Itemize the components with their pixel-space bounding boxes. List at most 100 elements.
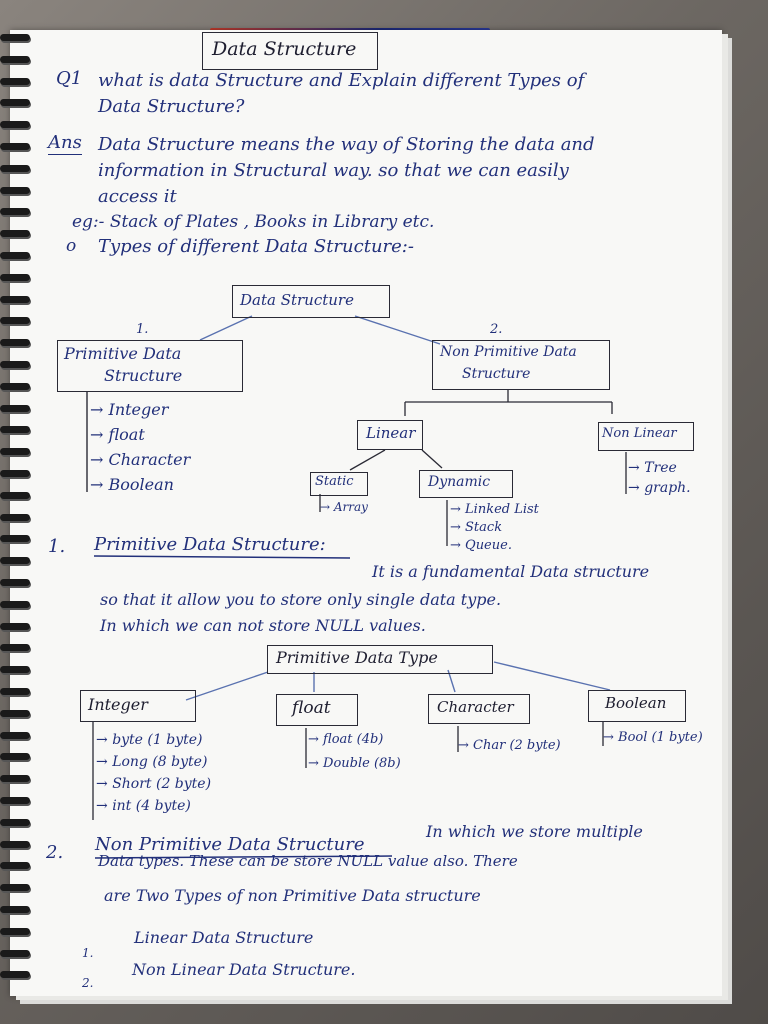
boolean-item-bool: → Bool (1 byte) [603, 730, 703, 745]
section2-item-2-number: 2. [82, 976, 94, 990]
integer-box [80, 690, 196, 722]
spiral-ring [0, 121, 30, 129]
question-line-1: what is data Structure and Explain diffe… [98, 70, 585, 91]
section2-item-1-text: Linear Data Structure [134, 928, 314, 947]
example-line: eg:- Stack of Plates , Books in Library … [72, 212, 435, 232]
spiral-ring [0, 753, 30, 761]
spiral-ring [0, 470, 30, 477]
non-linear-box [598, 422, 694, 451]
integer-item-int: → int (4 byte) [96, 798, 191, 814]
spiral-ring [0, 491, 30, 499]
spiral-ring [0, 775, 30, 783]
static-label: Static [315, 474, 354, 489]
section1-line-1: It is a fundamental Data structure [372, 562, 650, 581]
dynamic-label: Dynamic [428, 474, 491, 490]
section1-line-3: In which we can not store NULL values. [100, 616, 426, 635]
spiral-ring [0, 797, 30, 804]
character-box [428, 694, 530, 724]
spiral-ring [0, 34, 30, 41]
boolean-label: Boolean [605, 694, 667, 712]
primitive-type-root-box [267, 645, 493, 674]
spiral-ring [0, 186, 30, 194]
primitive-type-root: Primitive Data Type [276, 648, 438, 667]
linear-box [357, 420, 423, 450]
tree1-left-number: 1. [136, 322, 149, 337]
section2-line-3: are Two Types of non Primitive Data stru… [104, 886, 481, 905]
spiral-ring [0, 252, 30, 259]
spiral-ring [0, 273, 30, 281]
primitive-box [57, 340, 243, 392]
spiral-ring [0, 709, 30, 717]
non-linear-item-graph: → graph. [628, 480, 691, 496]
spiral-ring [0, 840, 30, 848]
dynamic-box [419, 470, 513, 498]
question-number: Q1 [56, 68, 83, 89]
static-box [310, 472, 368, 496]
section2-item-2-text: Non Linear Data Structure. [132, 960, 356, 979]
answer-line-3: access it [98, 186, 177, 207]
types-heading: Types of different Data Structure:- [98, 236, 414, 257]
integer-item-long: → Long (8 byte) [96, 754, 208, 770]
spiral-ring [0, 688, 30, 695]
section2-line-1: In which we store multiple [426, 822, 643, 841]
spiral-ring [0, 818, 30, 826]
spiral-ring [0, 164, 30, 172]
tree1-right-number: 2. [490, 322, 503, 337]
linear-label: Linear [366, 424, 416, 442]
title-box [202, 32, 378, 70]
spiral-ring [0, 361, 30, 368]
spiral-ring [0, 600, 30, 608]
spiral-ring [0, 77, 30, 85]
boolean-box [588, 690, 686, 722]
non-primitive-label-1: Non Primitive Data [440, 344, 577, 360]
spiral-ring [0, 426, 30, 434]
spiral-ring [0, 295, 30, 303]
primitive-item-integer: → Integer [90, 400, 169, 419]
spiral-binding [0, 34, 40, 994]
section1-line-2: so that it allow you to store only singl… [100, 590, 502, 609]
dynamic-item-queue: → Queue. [450, 538, 512, 553]
spiral-ring [0, 404, 30, 412]
float-box [276, 694, 358, 726]
spiral-ring [0, 557, 30, 565]
spiral-ring [0, 862, 30, 870]
primitive-item-boolean: → Boolean [90, 475, 174, 494]
primitive-label-2: Structure [104, 366, 183, 385]
dynamic-item-stack: → Stack [450, 520, 503, 535]
section2-line-2: Data types. These can be store NULL valu… [98, 852, 518, 870]
answer-label: Ans [48, 132, 82, 155]
spiral-ring [0, 143, 30, 150]
spiral-ring [0, 382, 30, 390]
primitive-label-1: Primitive Data [64, 344, 182, 363]
non-linear-item-tree: → Tree [628, 460, 677, 476]
spiral-ring [0, 99, 30, 107]
section1-number: 1. [48, 536, 66, 557]
spiral-ring [0, 971, 30, 979]
question-line-2: Data Structure? [98, 96, 245, 117]
character-item-char: → Char (2 byte) [458, 738, 561, 753]
spiral-ring [0, 731, 30, 739]
section2-heading: Non Primitive Data Structure [95, 834, 365, 855]
section1-heading: Primitive Data Structure: [94, 534, 326, 555]
spiral-ring [0, 230, 30, 238]
integer-label: Integer [88, 695, 148, 714]
spiral-ring [0, 579, 30, 586]
spiral-ring [0, 513, 30, 521]
spiral-ring [0, 644, 30, 652]
float-item-double: → Double (8b) [308, 756, 401, 771]
spiral-ring [0, 208, 30, 216]
character-label: Character [437, 698, 514, 716]
spiral-ring [0, 448, 30, 456]
answer-line-2: information in Structural way. so that w… [98, 160, 569, 181]
non-primitive-label-2: Structure [462, 366, 531, 382]
spiral-ring [0, 535, 30, 543]
integer-item-byte: → byte (1 byte) [96, 732, 203, 748]
spiral-ring [0, 339, 30, 347]
tree1-root-box [232, 285, 390, 318]
section2-number: 2. [46, 842, 64, 863]
non-primitive-box [432, 340, 610, 390]
primitive-item-float: → float [90, 425, 145, 444]
primitive-item-character: → Character [90, 450, 191, 469]
spiral-ring [0, 884, 30, 892]
spiral-ring [0, 949, 30, 957]
